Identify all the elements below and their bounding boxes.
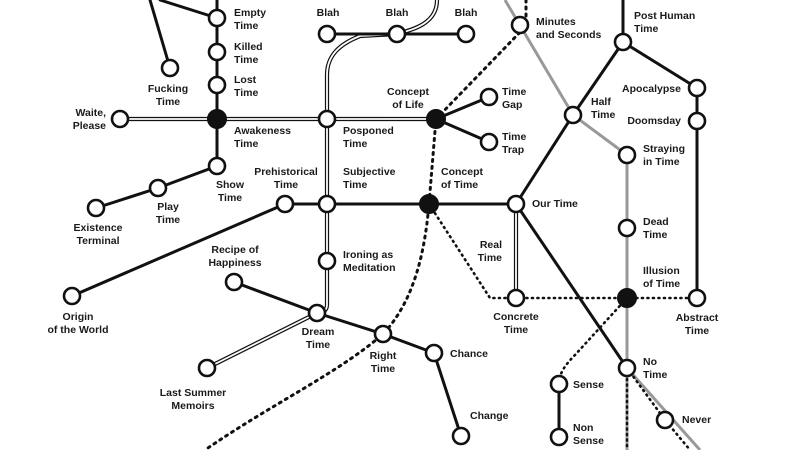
station-ironing[interactable] (317, 251, 337, 271)
station-awakeness-time[interactable] (207, 109, 227, 129)
line-main-horizontal (70, 202, 518, 298)
station-chance[interactable] (424, 343, 444, 363)
station-non-sense[interactable] (549, 427, 569, 447)
line-top-left-diagonal (148, 0, 172, 70)
line-posthuman-abstract (621, 40, 699, 299)
station-play-time[interactable] (148, 178, 168, 198)
label-blah-2: Blah (386, 7, 409, 19)
label-chance: Chance (450, 348, 488, 360)
station-existence-terminal[interactable] (86, 198, 106, 218)
station-concrete-time[interactable] (506, 288, 526, 308)
map-stations (62, 8, 707, 447)
station-blah-1[interactable] (317, 24, 337, 44)
station-recipe-happiness[interactable] (224, 272, 244, 292)
station-sense[interactable] (549, 374, 569, 394)
dashed-line (203, 0, 528, 450)
label-our-time: Our Time (532, 198, 578, 210)
station-killed-time[interactable] (207, 42, 227, 62)
station-time-trap[interactable] (479, 132, 499, 152)
station-fucking-time[interactable] (160, 58, 180, 78)
line-top-left-branch (158, 0, 219, 20)
station-post-human[interactable] (613, 32, 633, 52)
station-subjective-time[interactable] (317, 194, 337, 214)
label-blah-3: Blah (455, 7, 478, 19)
station-lost-time[interactable] (207, 75, 227, 95)
station-apocalypse[interactable] (687, 78, 707, 98)
line-ourtime-posthuman (514, 0, 625, 206)
label-waite-please: Waite,Please (73, 107, 106, 132)
station-origin-world[interactable] (62, 286, 82, 306)
station-empty-time[interactable] (207, 8, 227, 28)
label-never: Never (682, 414, 711, 426)
station-last-summer[interactable] (197, 358, 217, 378)
dotted-line-sense (557, 296, 629, 386)
station-right-time[interactable] (373, 324, 393, 344)
station-waite-please[interactable] (110, 109, 130, 129)
station-posponed-time[interactable] (317, 109, 337, 129)
station-straying-time[interactable] (617, 145, 637, 165)
station-our-time[interactable] (506, 194, 526, 214)
label-doomsday: Doomsday (627, 115, 681, 127)
station-doomsday[interactable] (687, 111, 707, 131)
label-apocalypse: Apocalypse (622, 83, 681, 95)
station-concept-time[interactable] (419, 194, 439, 214)
label-change: Change (470, 410, 509, 422)
station-blah-3[interactable] (456, 24, 476, 44)
dotted-line-illusion (427, 202, 699, 300)
label-sense: Sense (573, 379, 604, 391)
station-concept-life[interactable] (426, 109, 446, 129)
station-blah-2[interactable] (387, 24, 407, 44)
label-blah-1: Blah (317, 7, 340, 19)
station-time-gap[interactable] (479, 87, 499, 107)
dotted-line-never (625, 366, 692, 450)
station-dead-time[interactable] (617, 218, 637, 238)
station-show-time[interactable] (207, 156, 227, 176)
station-prehistorical-time[interactable] (275, 194, 295, 214)
grey-line-2 (625, 367, 702, 450)
station-minutes-seconds[interactable] (510, 15, 530, 35)
station-never[interactable] (655, 410, 675, 430)
station-change[interactable] (451, 426, 471, 446)
line-ourtime-notime (514, 202, 629, 370)
station-half-time[interactable] (563, 105, 583, 125)
station-abstract-time[interactable] (687, 288, 707, 308)
station-dream-time[interactable] (307, 303, 327, 323)
station-illusion-time[interactable] (617, 288, 637, 308)
station-no-time[interactable] (617, 358, 637, 378)
